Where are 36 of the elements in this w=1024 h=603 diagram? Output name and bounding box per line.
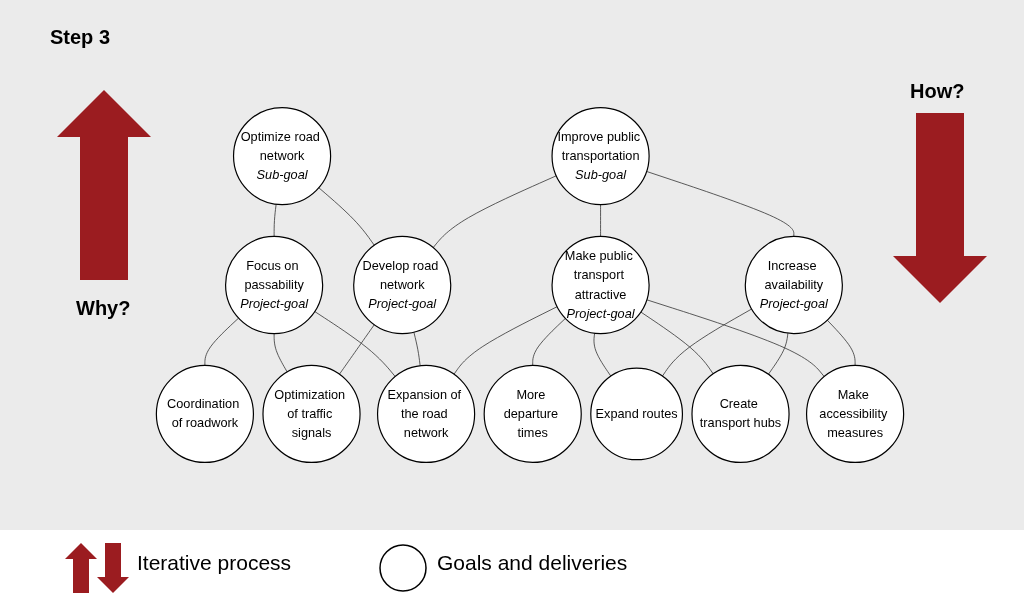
node-circle: Expansion of the road network xyxy=(376,364,476,464)
connector xyxy=(646,299,825,377)
connector xyxy=(413,331,421,367)
connector xyxy=(646,171,795,237)
node-circle: Make public transport attractive Project-goal xyxy=(551,235,650,335)
connector xyxy=(273,203,277,237)
connector xyxy=(204,317,239,366)
heading-text: Step 3 xyxy=(50,26,111,49)
connector xyxy=(314,311,396,377)
connector xyxy=(432,175,557,248)
heading-text: Why? xyxy=(76,297,131,320)
node-circle: Make accessibility measures xyxy=(805,364,905,464)
node-circle: Improve public transportation Sub-goal xyxy=(551,106,650,206)
node-circle: Create transport hubs xyxy=(691,364,790,464)
connector xyxy=(318,187,375,246)
connector xyxy=(600,204,601,237)
connector xyxy=(453,306,558,375)
node-circle: More departure times xyxy=(483,364,582,464)
node-circle: Coordination of roadwork xyxy=(155,364,255,464)
connector xyxy=(532,318,566,366)
legend-label: Iterative process xyxy=(137,551,292,575)
connector xyxy=(768,332,789,375)
connector xyxy=(593,332,612,377)
node-circle: Expand routes xyxy=(590,367,684,461)
connector xyxy=(640,311,714,375)
node-circle: Develop road network Project-goal xyxy=(353,235,452,335)
connector xyxy=(273,333,288,373)
node-circle: Increase availability Project-goal xyxy=(744,235,843,335)
connector xyxy=(826,319,856,366)
connector xyxy=(339,324,375,375)
node-circle: Optimize road network Sub-goal xyxy=(232,106,332,206)
connector xyxy=(662,308,753,377)
node-circle: Optimization of traffic signals xyxy=(262,364,361,464)
heading-text: How? xyxy=(910,80,965,103)
node-circle: Focus on passability Project-goal xyxy=(225,235,324,335)
legend-label: Goals and deliveries xyxy=(437,551,628,575)
